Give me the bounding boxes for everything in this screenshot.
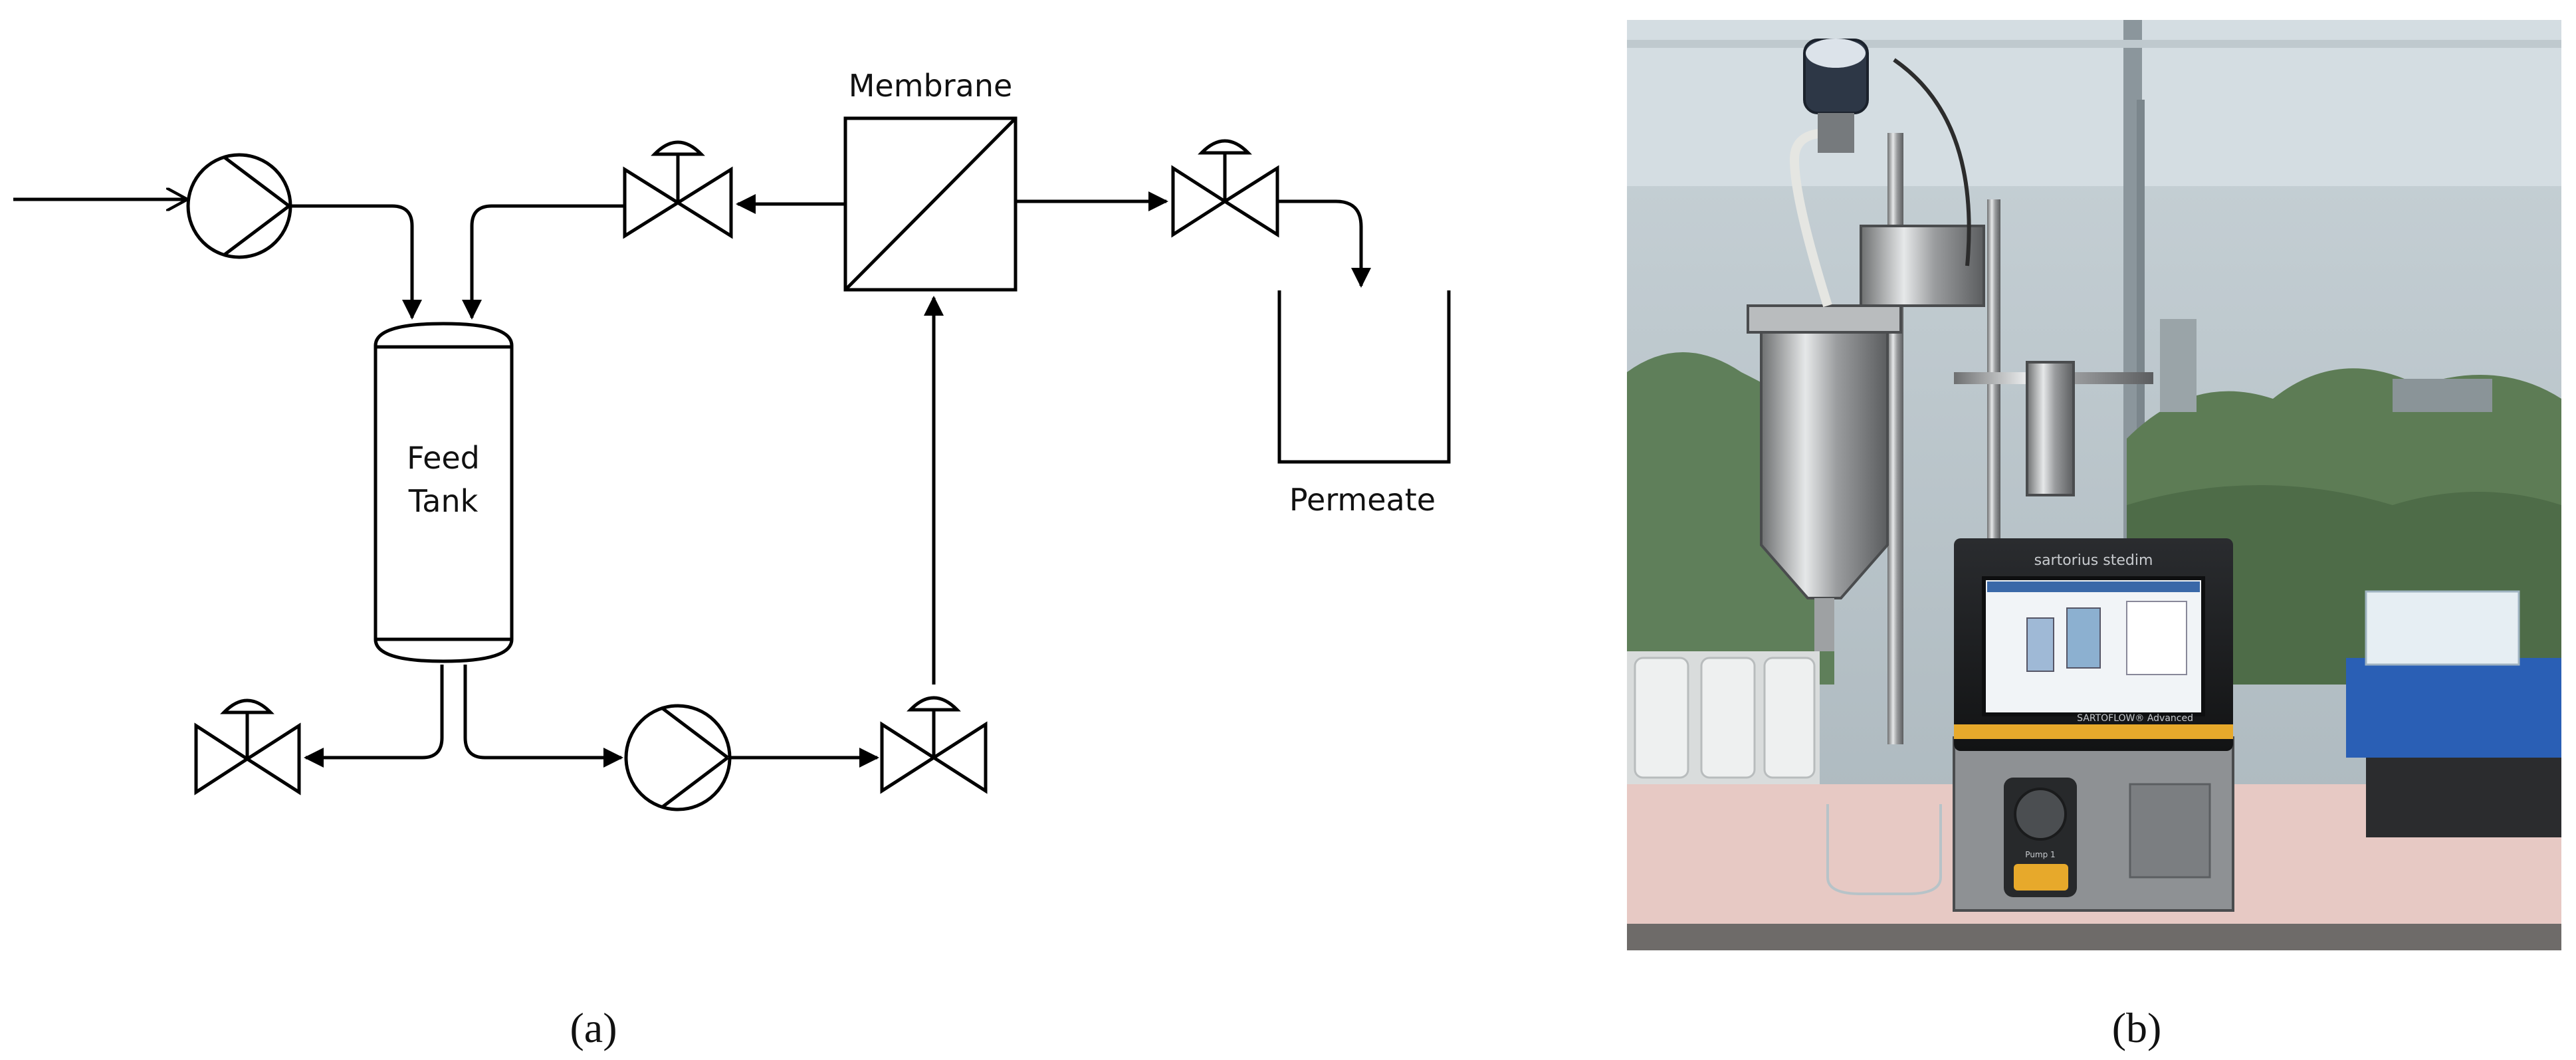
drain-line [304,665,444,768]
circulation-pump [624,704,732,811]
retentate-valve [623,140,733,239]
membrane-label: Membrane [849,68,1013,104]
valve-to-permeate-line [1277,199,1371,288]
caption-b: (b) [2112,1004,2162,1051]
tank-to-pump-line [463,665,623,768]
photo-brand-text: sartorius stedim [2034,552,2153,569]
retentate-return-line [462,204,625,320]
feed-pump [186,153,292,259]
feed-tank-label-line1: Feed [407,440,480,476]
permeate-beaker [1277,290,1451,464]
feed-valve [880,696,988,794]
photo-pump-text: Pump 1 [2025,850,2055,859]
feed-tank-label-line2: Tank [408,483,479,519]
pump-to-tank-line [290,204,422,320]
equipment-photo: sartorius stedim SARTOFLOW® Advanced Pum… [1627,20,2561,1051]
permeate-valve [1171,139,1279,238]
permeate-label: Permeate [1289,482,1436,518]
membrane-module [843,116,1018,292]
caption-a: (a) [570,1004,617,1051]
process-diagram: Membrane Permeate Feed Tank [13,68,1451,1051]
feed-tank [374,322,514,663]
photo-product-text: SARTOFLOW® Advanced [2077,713,2193,724]
drain-valve [194,698,301,795]
